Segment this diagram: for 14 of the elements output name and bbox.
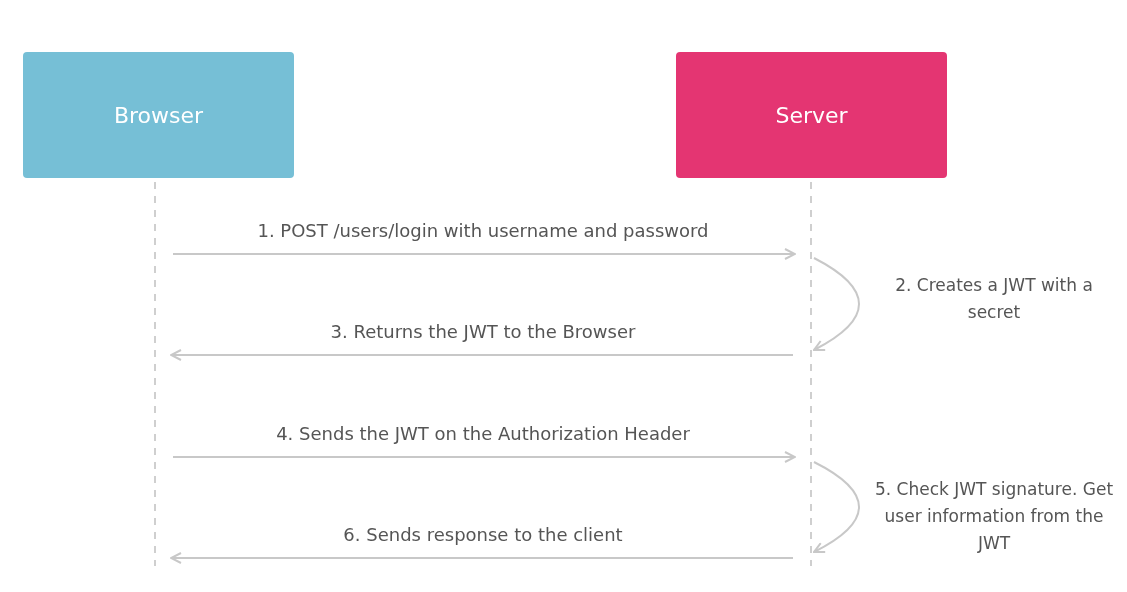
self-arrow xyxy=(813,257,860,351)
participant-box: Server xyxy=(676,52,947,178)
message-label: 6. Sends response to the client xyxy=(342,523,624,547)
message-label: 3. Returns the JWT to the Browser xyxy=(329,320,637,344)
message-arrow xyxy=(172,451,796,463)
self-arrow xyxy=(813,461,860,553)
message-arrow xyxy=(170,552,794,564)
message-label: 5. Check JWT signature. Get user information from the JWT xyxy=(873,478,1115,555)
message-label: 4. Sends the JWT on the Authorization Header xyxy=(275,422,691,446)
message-arrow xyxy=(172,248,796,260)
message-label: 1. POST /users/login with username and password xyxy=(256,219,710,243)
participant-box: Browser xyxy=(23,52,294,178)
message-label: 2. Creates a JWT with a secret xyxy=(894,274,1094,324)
message-arrow xyxy=(170,349,794,361)
